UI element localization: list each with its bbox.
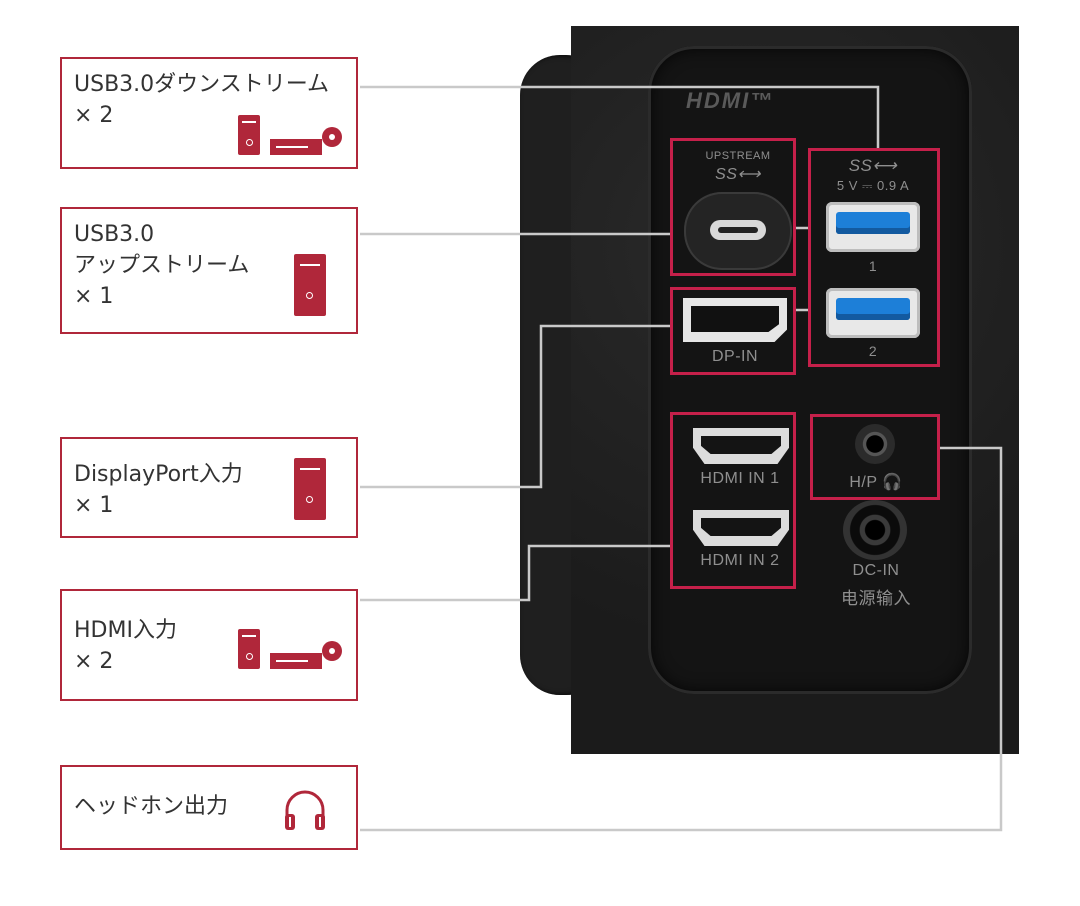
usb-port-2-label: 2 bbox=[868, 343, 878, 359]
hdmi-in-1-label: HDMI IN 1 bbox=[700, 470, 780, 487]
usb-c-socket bbox=[710, 220, 766, 240]
headphone-icon bbox=[285, 790, 325, 830]
player-icon bbox=[270, 127, 342, 155]
callout-usb-downstream: USB3.0ダウンストリーム × 2 bbox=[60, 57, 358, 169]
pc-icon bbox=[238, 115, 260, 155]
hdmi-frame bbox=[670, 412, 796, 589]
hdmi-port-2 bbox=[693, 510, 789, 546]
dp-in-label: DP-IN bbox=[711, 348, 759, 365]
hp-label: H/P 🎧 bbox=[849, 474, 903, 491]
ss-logo-upstream: SS⟷ bbox=[715, 166, 761, 183]
callout-usb-downstream-label: USB3.0ダウンストリーム × 2 bbox=[74, 72, 330, 128]
usb-power-label: 5 V ⎓ 0.9 A bbox=[836, 178, 910, 193]
callout-headphone: ヘッドホン出力 bbox=[60, 765, 358, 850]
headphone-jack bbox=[855, 424, 895, 464]
pc-icon bbox=[238, 629, 260, 669]
hdmi-logo: HDMI™ bbox=[686, 88, 775, 113]
leader-displayport bbox=[360, 324, 670, 489]
ss-logo-downstream: SS⟷ bbox=[848, 156, 898, 175]
player-icon bbox=[270, 641, 342, 669]
usb-port-1-label: 1 bbox=[868, 258, 878, 274]
leader-usb-down bbox=[360, 85, 880, 148]
callout-headphone-label: ヘッドホン出力 bbox=[74, 794, 229, 819]
displayport-frame bbox=[670, 287, 796, 375]
hdmi-port-1 bbox=[693, 428, 789, 464]
usb-a-port-2 bbox=[826, 288, 920, 338]
dc-in-jack bbox=[843, 500, 907, 560]
leader-headphone bbox=[360, 446, 1003, 832]
usb-upstream-frame bbox=[670, 138, 796, 276]
usb-downstream-frame bbox=[808, 148, 940, 367]
callout-usb-upstream-label: USB3.0 アップストリーム × 1 bbox=[74, 222, 250, 309]
pc-icon bbox=[294, 254, 326, 316]
callout-displayport-label: DisplayPort入力 × 1 bbox=[74, 462, 243, 518]
dc-in-label-jp: 电源输入 bbox=[841, 589, 911, 608]
callout-hdmi-label: HDMI入力 × 2 bbox=[74, 618, 177, 674]
upstream-label: UPSTREAM bbox=[705, 150, 771, 162]
callout-usb-upstream: USB3.0 アップストリーム × 1 bbox=[60, 207, 358, 334]
dc-in-label: DC-IN bbox=[852, 562, 900, 579]
callout-displayport: DisplayPort入力 × 1 bbox=[60, 437, 358, 538]
usb-c-upstream-port bbox=[684, 192, 792, 270]
headphone-frame bbox=[810, 414, 940, 500]
pc-icon bbox=[294, 458, 326, 520]
usb-a-port-1 bbox=[826, 202, 920, 252]
callout-hdmi: HDMI入力 × 2 bbox=[60, 589, 358, 701]
leader-hdmi bbox=[360, 544, 670, 602]
displayport-port bbox=[683, 298, 787, 342]
hdmi-in-2-label: HDMI IN 2 bbox=[700, 552, 780, 569]
